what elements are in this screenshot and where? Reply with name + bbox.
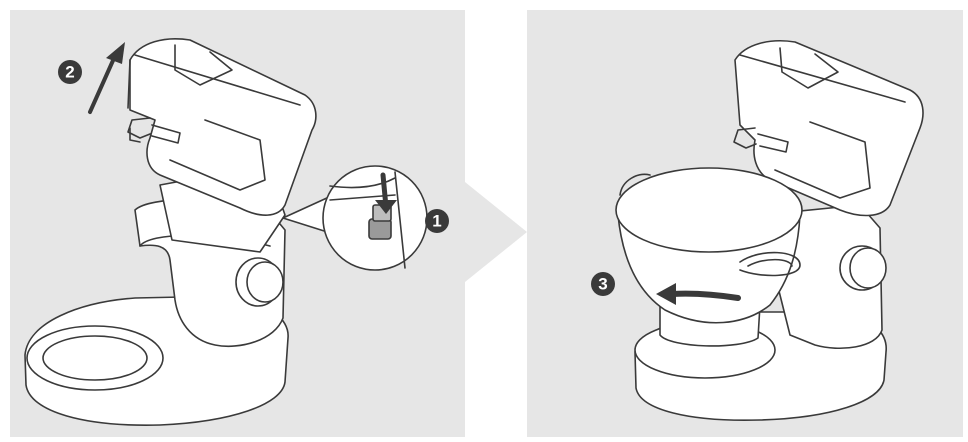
step-marker-3: 3 xyxy=(591,272,615,296)
right-bowl-rim xyxy=(615,167,803,253)
step-marker-1: 1 xyxy=(425,209,449,233)
left-bowl-ring-inner xyxy=(42,335,148,381)
step-marker-1-label: 1 xyxy=(432,212,441,231)
up-right-arrow-icon xyxy=(88,42,125,114)
step-marker-3-label: 3 xyxy=(598,275,607,294)
step-marker-2-label: 2 xyxy=(65,63,74,82)
curved-arrow-icon xyxy=(656,283,741,305)
left-mixer xyxy=(24,38,317,426)
right-mixer xyxy=(615,40,924,422)
lock-lever-callout xyxy=(282,165,428,271)
step-marker-2: 2 xyxy=(58,60,82,84)
transition-chevron-icon xyxy=(465,182,527,282)
